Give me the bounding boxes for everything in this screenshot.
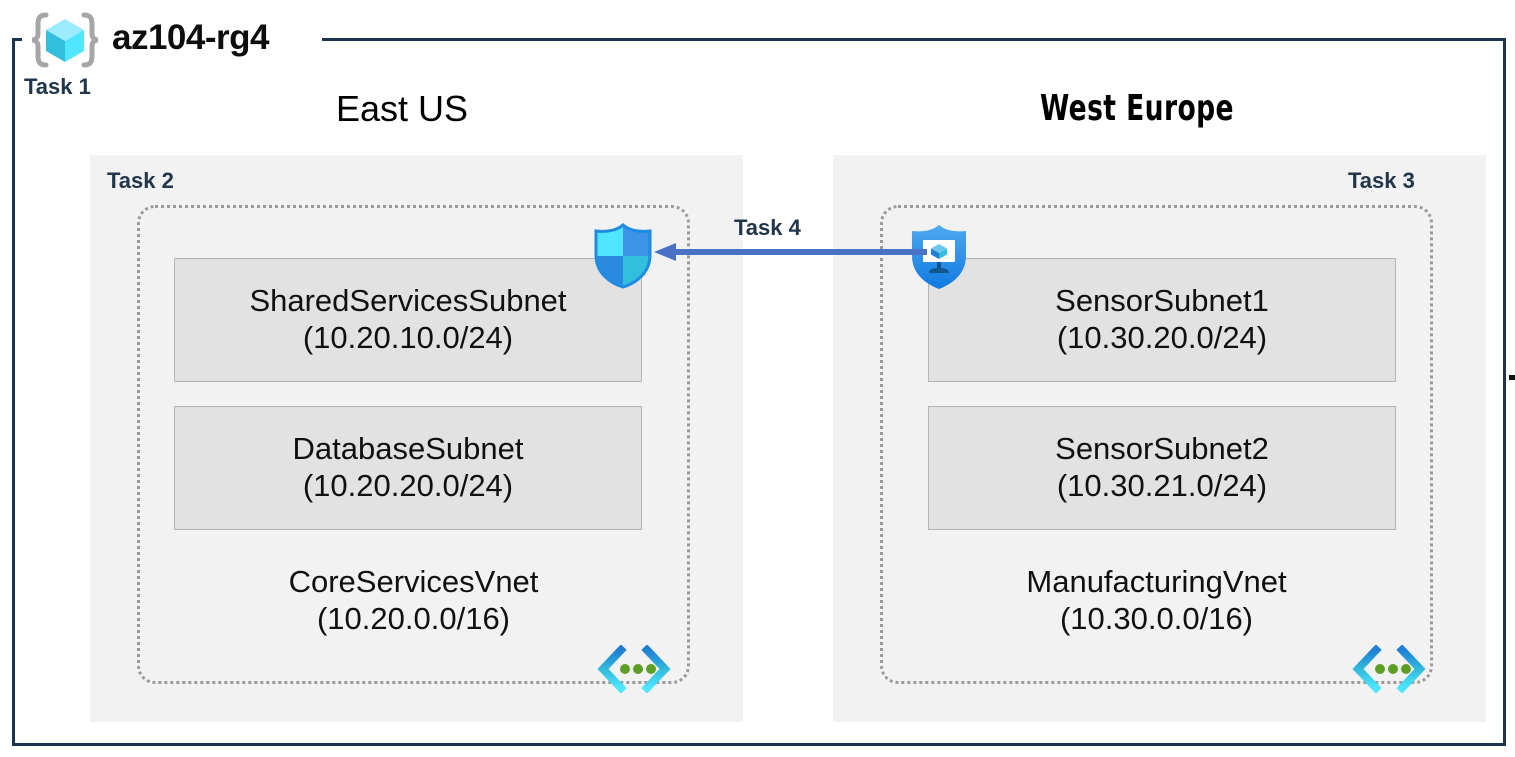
subnet-name: SensorSubnet2 xyxy=(1055,431,1269,467)
resource-group-cube-icon xyxy=(26,12,104,68)
resource-group-frame xyxy=(12,38,1506,746)
subnet-sensorsubnet1: SensorSubnet1 (10.30.20.0/24) xyxy=(928,258,1396,382)
peering-arrow-icon xyxy=(652,240,927,264)
vnet-caption-manufacturingvnet: ManufacturingVnet (10.30.0.0/16) xyxy=(880,563,1433,637)
subnet-cidr: (10.30.20.0/24) xyxy=(1056,320,1268,355)
subnet-name: SharedServicesSubnet xyxy=(249,283,567,319)
region-caption-west-europe: West Europe xyxy=(1040,88,1234,129)
vnet-caption-coreservicesvnet: CoreServicesVnet (10.20.0.0/16) xyxy=(137,563,690,637)
subnet-name: SensorSubnet1 xyxy=(1055,283,1269,319)
subnet-cidr: (10.20.20.0/24) xyxy=(302,468,514,503)
subnet-cidr: (10.30.21.0/24) xyxy=(1056,468,1268,503)
edge-artifact-mark xyxy=(1509,375,1515,380)
task-label-3: Task 3 xyxy=(1348,168,1415,193)
vnet-box-coreservicesvnet xyxy=(137,205,690,684)
vnet-icon xyxy=(597,644,671,694)
vnet-box-manufacturingvnet xyxy=(880,205,1433,684)
resource-group-title-gap xyxy=(22,28,322,50)
vnet-icon xyxy=(1352,644,1426,694)
region-caption-east-us: East US xyxy=(336,88,469,129)
subnet-sharedservicessubnet: SharedServicesSubnet (10.20.10.0/24) xyxy=(174,258,642,382)
vnet-name: CoreServicesVnet xyxy=(288,564,539,599)
task-label-2: Task 2 xyxy=(107,168,174,193)
task-label-1: Task 1 xyxy=(24,74,91,99)
subnet-name: DatabaseSubnet xyxy=(292,431,524,467)
subnet-databasesubnet: DatabaseSubnet (10.20.20.0/24) xyxy=(174,406,642,530)
subnet-cidr: (10.20.10.0/24) xyxy=(302,320,514,355)
page-title: az104-rg4 xyxy=(112,18,269,57)
task-label-4: Task 4 xyxy=(734,215,801,240)
vnet-name: ManufacturingVnet xyxy=(1026,564,1287,599)
azure-firewall-shield-icon xyxy=(592,223,654,289)
subnet-sensorsubnet2: SensorSubnet2 (10.30.21.0/24) xyxy=(928,406,1396,530)
vnet-cidr: (10.20.0.0/16) xyxy=(316,601,511,637)
vnet-cidr: (10.30.0.0/16) xyxy=(1059,601,1254,637)
azure-bastion-shield-icon xyxy=(908,223,970,291)
